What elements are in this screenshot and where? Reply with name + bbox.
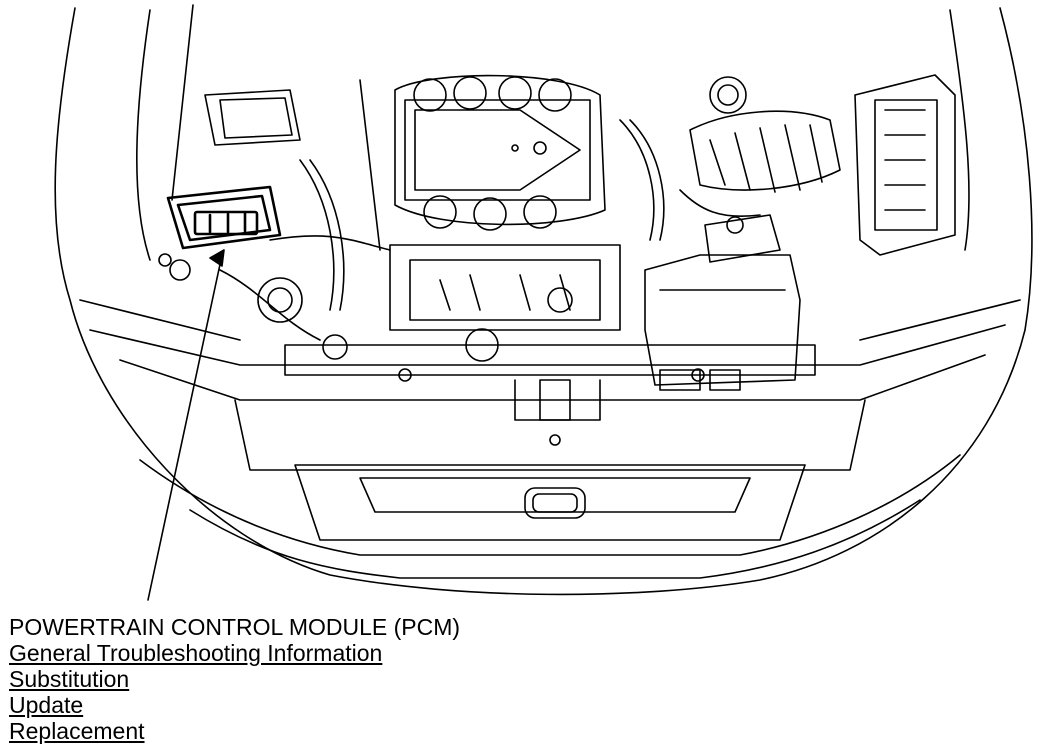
brake-reservoir <box>159 254 302 322</box>
hoses <box>220 80 760 340</box>
under-hood-fuse-box <box>205 90 300 145</box>
air-cleaner-box <box>855 75 955 255</box>
pcm-module <box>168 187 280 248</box>
pcm-callout: POWERTRAIN CONTROL MODULE (PCM) General … <box>9 614 709 744</box>
link-update[interactable]: Update <box>9 692 84 718</box>
engine-bay-diagram <box>0 0 1056 612</box>
air-intake-duct <box>690 77 840 192</box>
antenna <box>172 5 193 200</box>
engine-block <box>323 76 620 361</box>
battery <box>645 255 800 390</box>
link-replacement[interactable]: Replacement <box>9 718 145 744</box>
radiator-support <box>285 345 815 445</box>
link-general-troubleshooting[interactable]: General Troubleshooting Information <box>9 640 383 666</box>
hood-outline <box>55 8 1032 594</box>
link-substitution[interactable]: Substitution <box>9 666 130 692</box>
front-grille <box>295 465 805 540</box>
callout-title: POWERTRAIN CONTROL MODULE (PCM) <box>9 614 461 640</box>
front-bumper <box>90 325 1005 578</box>
coolant-reservoir <box>705 215 780 262</box>
callout-leader-line <box>148 250 224 600</box>
